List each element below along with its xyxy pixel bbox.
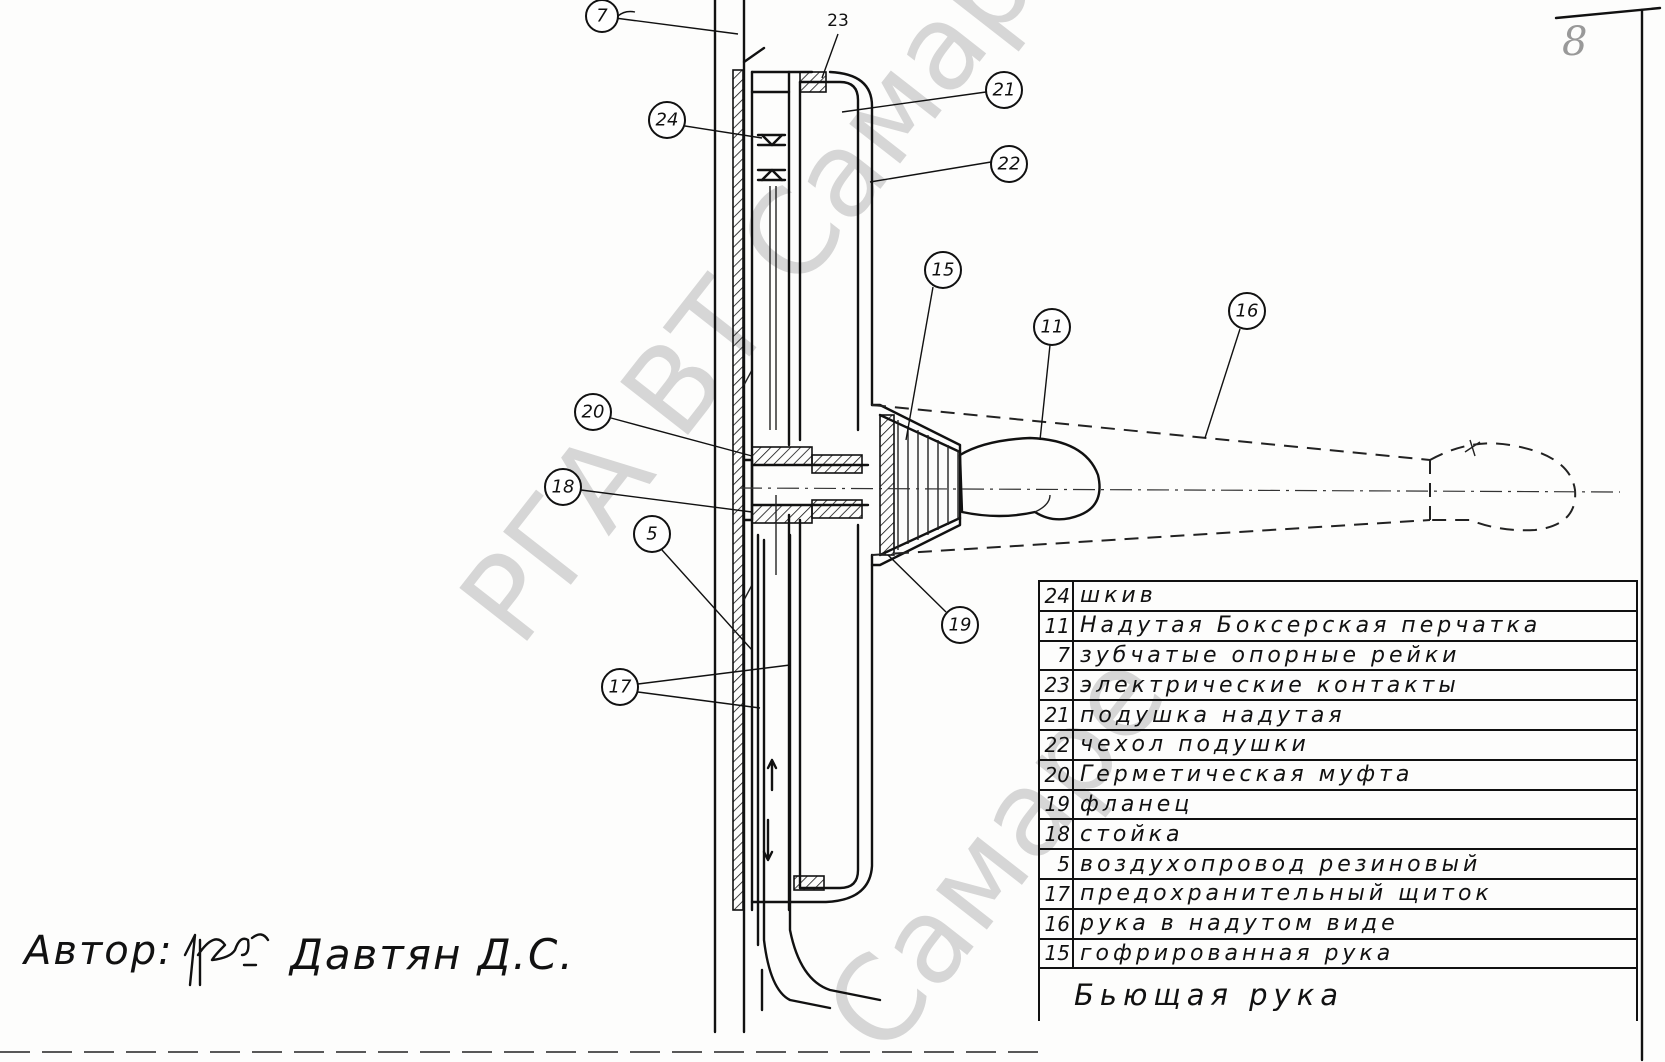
cushion-cover — [750, 70, 874, 904]
drawing-title: Бьющая рука — [1038, 967, 1638, 1022]
svg-text:5: 5 — [646, 524, 657, 545]
author-signature — [183, 933, 270, 987]
svg-text:17: 17 — [609, 677, 632, 698]
air-duct — [760, 495, 882, 1012]
callout-23: 23 — [827, 11, 849, 31]
flange — [870, 403, 962, 567]
svg-text:19: 19 — [949, 615, 972, 636]
corrugated-arm — [878, 413, 962, 557]
callout-21: 21 — [985, 71, 1023, 109]
callout-19: 19 — [941, 606, 979, 644]
support-rails — [713, 0, 766, 1034]
cushion — [798, 80, 860, 890]
callout-11: 11 — [1033, 308, 1071, 346]
svg-text:11: 11 — [1041, 317, 1064, 338]
callout-17: 17 — [601, 668, 639, 706]
callout-24: 24 — [648, 101, 686, 139]
svg-text:21: 21 — [993, 80, 1016, 101]
sheet-border — [0, 6, 1662, 1062]
pulley — [756, 133, 787, 430]
callout-18: 18 — [544, 468, 582, 506]
callout-5: 5 — [633, 515, 671, 553]
callouts: 7 23 24 21 22 15 16 11 20 18 5 19 17 — [544, 0, 1266, 709]
boxing-glove — [958, 436, 1101, 521]
drawing-title-row: Бьющая рука — [1038, 967, 1638, 1022]
hermetic-coupling — [743, 446, 870, 524]
centre-axis — [739, 487, 1621, 493]
svg-text:18: 18 — [552, 477, 575, 498]
callout-16: 16 — [1228, 292, 1266, 330]
svg-text:24: 24 — [656, 110, 679, 131]
svg-text:22: 22 — [998, 154, 1021, 175]
callout-15: 15 — [924, 251, 962, 289]
callout-20: 20 — [574, 393, 612, 431]
svg-text:20: 20 — [582, 402, 605, 423]
inflated-arm-outline — [871, 404, 1577, 556]
author-label: Автор: — [24, 928, 174, 974]
callout-7: 7 — [585, 0, 619, 33]
author-name: Давтян Д.С. — [290, 930, 575, 979]
svg-text:7: 7 — [596, 6, 608, 27]
svg-text:16: 16 — [1236, 301, 1259, 322]
sheet-number: 8 — [1562, 19, 1587, 65]
callout-22: 22 — [990, 145, 1028, 183]
svg-text:15: 15 — [932, 260, 955, 281]
